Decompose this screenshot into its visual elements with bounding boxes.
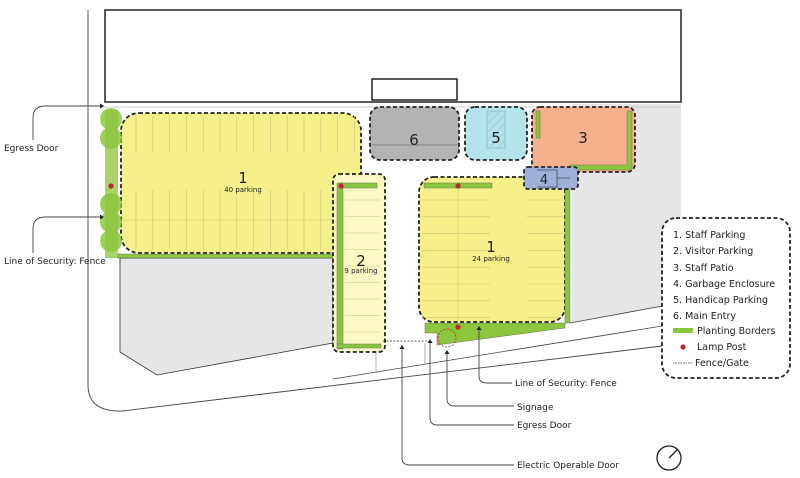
planting-swatch bbox=[673, 328, 693, 333]
legend-fence: Fence/Gate bbox=[695, 358, 749, 369]
building-entry bbox=[371, 78, 458, 101]
callout-leader bbox=[446, 354, 514, 407]
legend-item: 5. Handicap Parking bbox=[673, 295, 768, 306]
callout-signage: Signage bbox=[517, 403, 554, 413]
zone-capacity: 40 parking bbox=[224, 186, 262, 194]
visitor-parking[interactable] bbox=[332, 173, 386, 353]
legend: 1. Staff Parking 2. Visitor Parking 3. S… bbox=[661, 217, 791, 379]
callout-egress-door-west: Egress Door bbox=[4, 144, 59, 154]
callout-leader bbox=[478, 330, 512, 384]
zone-number: 2 bbox=[356, 252, 366, 270]
lamp-swatch bbox=[680, 344, 686, 350]
lamp-post bbox=[338, 183, 344, 189]
legend-item: 1. Staff Parking bbox=[673, 230, 745, 241]
ground-edge bbox=[569, 305, 663, 324]
zone-number: 5 bbox=[491, 129, 501, 147]
handicap-stall-hatch bbox=[486, 110, 506, 149]
callout-egress-door-south: Egress Door bbox=[517, 421, 572, 431]
callout-leader bbox=[32, 105, 100, 140]
planting-border bbox=[535, 110, 541, 139]
zone-number: 1 bbox=[486, 238, 496, 256]
callout-leader bbox=[429, 343, 514, 426]
zone-number: 6 bbox=[409, 131, 419, 149]
staff-parking-west[interactable] bbox=[120, 112, 362, 254]
parking-stalls bbox=[422, 188, 563, 320]
garbage-enclosure[interactable] bbox=[523, 166, 579, 190]
planting-border bbox=[424, 322, 566, 346]
callout-leader bbox=[32, 216, 100, 253]
enclosure-wall bbox=[537, 169, 570, 188]
signage-marker bbox=[437, 328, 457, 348]
legend-item: 6. Main Entry bbox=[673, 311, 736, 322]
zone-number: 3 bbox=[578, 129, 588, 147]
trees bbox=[100, 108, 122, 252]
legend-item: 3. Staff Patio bbox=[673, 263, 734, 274]
planting-border bbox=[339, 182, 378, 189]
road-edge bbox=[332, 325, 663, 380]
legend-item: 2. Visitor Parking bbox=[673, 246, 753, 257]
main-entry[interactable] bbox=[369, 106, 460, 161]
staff-patio[interactable] bbox=[531, 106, 636, 173]
lamp-post bbox=[455, 324, 461, 330]
ground-southwest bbox=[119, 257, 334, 376]
site-boundary bbox=[87, 10, 663, 412]
zone-number: 4 bbox=[540, 173, 548, 188]
parking-stalls bbox=[345, 199, 380, 333]
legend-lamp: Lamp Post bbox=[697, 342, 747, 353]
arrow-icon bbox=[476, 326, 482, 330]
callout-fence-south: Line of Security: Fence bbox=[515, 379, 617, 389]
zone-number: 1 bbox=[238, 169, 248, 187]
planting-border bbox=[336, 343, 382, 349]
legend-planting: Planting Borders bbox=[697, 326, 775, 337]
legend-item: 4. Garbage Enclosure bbox=[673, 279, 775, 290]
callout-electric-door: Electric Operable Door bbox=[517, 461, 619, 471]
planting-border bbox=[117, 253, 341, 259]
north-arrow-icon bbox=[656, 445, 682, 471]
arrow-icon bbox=[100, 214, 104, 220]
zone-capacity: 9 parking bbox=[344, 267, 377, 275]
planting-border bbox=[336, 182, 344, 350]
planting-border bbox=[564, 186, 571, 324]
arrow-icon bbox=[100, 103, 104, 109]
arrow-icon bbox=[444, 350, 450, 354]
lamp-post bbox=[108, 183, 114, 189]
zone-capacity: 24 parking bbox=[472, 255, 510, 263]
callout-fence-west: Line of Security: Fence bbox=[4, 257, 106, 267]
lamp-post bbox=[455, 183, 461, 189]
arrow-icon bbox=[399, 345, 405, 349]
arrow-icon bbox=[427, 339, 433, 343]
callout-leader bbox=[401, 349, 514, 466]
